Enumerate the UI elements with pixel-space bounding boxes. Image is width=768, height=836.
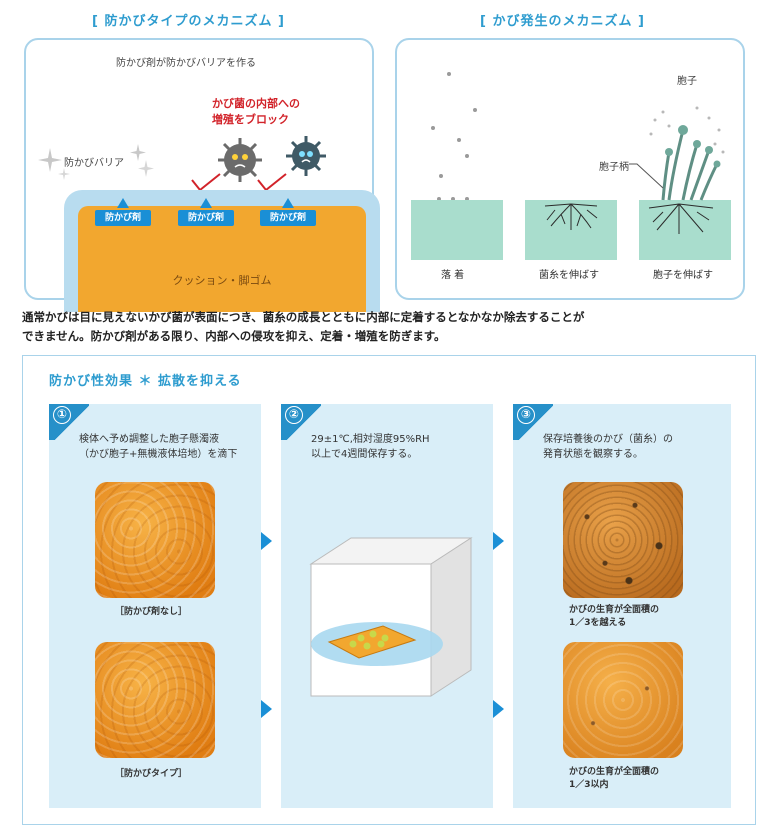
test-procedure-box: 防かび性効果 ＊ 拡散を抑える ① 検体へ予め調整した胞子懸濁液 （かび胞子+無… — [22, 355, 756, 825]
mechanism-mold-title-text: かび発生のメカニズム — [492, 14, 633, 29]
no-agent-caption: ［防かび剤なし］ — [115, 607, 188, 617]
sparkle-icon — [38, 144, 154, 180]
result-heavy-caption-line2: 1／3を越える — [569, 618, 627, 628]
next-arrow-icon — [493, 532, 504, 550]
hyphae-icon — [544, 203, 598, 230]
up-arrow-icon — [282, 198, 294, 208]
stage-spore-ground — [639, 200, 731, 260]
description-line1: 通常かびは目に見えないかび菌が表面につき、菌糸の成長とともに内部に定着するとなか… — [22, 310, 585, 324]
mechanism-description: 通常かびは目に見えないかび菌が表面につき、菌糸の成長とともに内部に定着するとなか… — [22, 308, 750, 346]
step-1-text-line2: （かび胞子+無機液体培地）を滴下 — [79, 449, 238, 460]
result-heavy-caption-line1: かびの生育が全面積の — [569, 605, 660, 615]
step-number-badge: ③ — [513, 404, 553, 440]
up-arrow-icon — [117, 198, 129, 208]
step-number-badge: ① — [49, 404, 89, 440]
step-number-badge: ② — [281, 404, 321, 440]
antimold-agent-label: 防かび剤 — [95, 210, 151, 226]
sample-no-agent-image — [95, 482, 215, 598]
spore-stalk-icon — [648, 106, 725, 234]
antimold-agent-label: 防かび剤 — [178, 210, 234, 226]
falling-spores-icon — [431, 72, 477, 201]
step-2-text-line1: 29±1℃,相対湿度95%RH — [311, 434, 430, 445]
mechanism-antimold-title: [ 防かびタイプのメカニズム ] — [92, 14, 285, 29]
step-1-column: ① 検体へ予め調整した胞子懸濁液 （かび胞子+無機液体培地）を滴下 ［防かび剤な… — [49, 404, 261, 808]
next-arrow-icon — [261, 532, 272, 550]
step-2-column: ② 29±1℃,相対湿度95%RH 以上で4週間保存する。 — [281, 404, 493, 808]
stage-hyphae-label: 菌糸を伸ばす — [539, 270, 599, 281]
stage-landing-label: 落 着 — [441, 270, 465, 281]
result-light-caption-line2: 1／3以内 — [569, 780, 609, 790]
stalk-label: 胞子柄 — [599, 162, 629, 173]
step-3-text-line1: 保存培養後のかび（菌糸）の — [543, 434, 673, 445]
step-3-text-line2: 発育状態を観察する。 — [543, 449, 643, 460]
block-text-line2: 増殖をブロック — [212, 113, 289, 126]
mechanism-mold-title: [ かび発生のメカニズム ] — [480, 14, 645, 29]
next-arrow-icon — [493, 700, 504, 718]
with-agent-caption: ［防かびタイプ］ — [115, 769, 188, 779]
result-heavy-mold-image — [563, 482, 683, 598]
test-procedure-title: 防かび性効果 ＊ 拡散を抑える — [49, 374, 242, 389]
mold-mechanism-panel: 胞子 胞子柄 落 着 菌糸を伸ばす 胞子を伸ばす — [395, 38, 745, 300]
barrier-subtitle: 防かび剤が防かびバリアを作る — [116, 58, 256, 69]
step-1-text-line1: 検体へ予め調整した胞子懸濁液 — [79, 434, 219, 445]
next-arrow-icon — [261, 700, 272, 718]
cushion-label: クッション・脚ゴム — [172, 274, 272, 287]
description-line2: できません。防かび剤がある限り、内部への侵攻を抑え、定着・増殖を防ぎます。 — [22, 329, 446, 343]
stalk-pointer-icon — [629, 163, 664, 189]
mold-germ-icon — [218, 136, 326, 182]
spore-label: 胞子 — [677, 76, 697, 87]
step-3-column: ③ 保存培養後のかび（菌糸）の 発育状態を観察する。 かびの生育が全面積の 1／… — [513, 404, 731, 808]
stage-spore-label: 胞子を伸ばす — [653, 270, 713, 281]
incubator-box-icon — [309, 537, 473, 697]
result-light-mold-image — [563, 642, 683, 758]
block-text-line1: かび菌の内部への — [212, 97, 300, 110]
antimold-agent-label: 防かび剤 — [260, 210, 316, 226]
stage-landing-ground — [411, 200, 503, 260]
barrier-label: 防かびバリア — [64, 158, 124, 169]
mechanism-antimold-title-text: 防かびタイプのメカニズム — [104, 14, 273, 29]
result-light-caption-line1: かびの生育が全面積の — [569, 767, 660, 777]
step-2-text-line2: 以上で4週間保存する。 — [311, 449, 418, 460]
up-arrow-icon — [200, 198, 212, 208]
antimold-mechanism-panel: 防かび剤が防かびバリアを作る かび菌の内部への 増殖をブロック 防かびバリア — [24, 38, 380, 312]
sample-with-agent-image — [95, 642, 215, 758]
